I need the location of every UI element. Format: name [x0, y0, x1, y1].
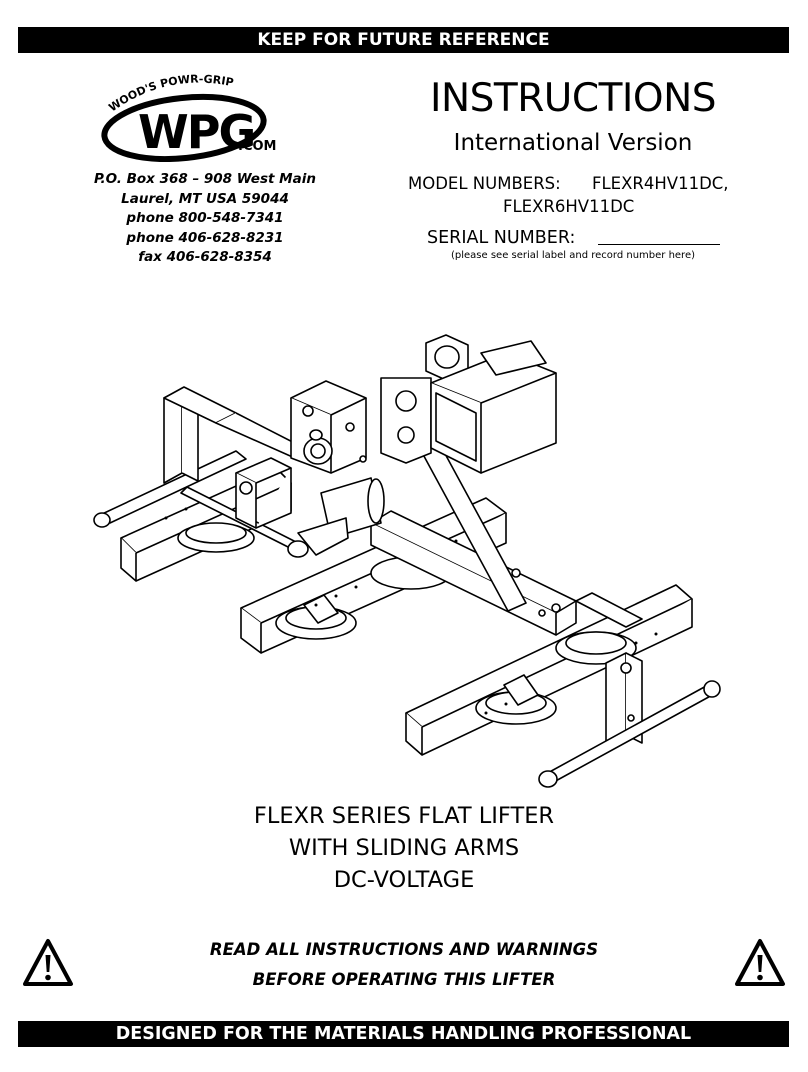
model-number: FLEXR6HV11DC: [503, 197, 635, 216]
address-line: P.O. Box 368 – 908 West Main: [94, 171, 316, 187]
warning-message: READ ALL INSTRUCTIONS AND WARNINGS BEFOR…: [120, 935, 688, 995]
product-title: FLEXR SERIES FLAT LIFTER WITH SLIDING AR…: [200, 800, 608, 896]
logo-suffix: .COM: [238, 139, 276, 154]
serial-note: (please see serial label and record numb…: [451, 250, 695, 261]
fax-line: fax 406-628-8354: [138, 249, 272, 265]
page-title: INSTRUCTIONS: [429, 76, 717, 121]
product-title-line: WITH SLIDING ARMS: [288, 835, 520, 861]
model-numbers-label: MODEL NUMBERS:: [408, 174, 561, 193]
header-banner: KEEP FOR FUTURE REFERENCE: [18, 27, 789, 53]
phone-line: phone 406-628-8231: [126, 229, 284, 246]
warning-line: BEFORE OPERATING THIS LIFTER: [252, 970, 556, 989]
logo-mark: WPG: [138, 105, 254, 159]
page-subtitle: International Version: [453, 130, 693, 156]
model-number: FLEXR4HV11DC,: [592, 174, 729, 193]
warning-triangle-icon: [23, 939, 73, 986]
product-title-line: FLEXR SERIES FLAT LIFTER: [253, 803, 555, 829]
wpg-logo: WOOD'S POWR-GRIP WPG .COM: [101, 73, 276, 162]
serial-number-label: SERIAL NUMBER:: [427, 228, 576, 248]
lifter-illustration: [93, 334, 721, 788]
product-title-line: DC-VOLTAGE: [333, 867, 475, 893]
warning-triangle-icon: [735, 939, 785, 986]
serial-number-blank: [598, 244, 720, 245]
company-address: P.O. Box 368 – 908 West Main Laurel, MT …: [40, 170, 370, 268]
address-line: Laurel, MT USA 59044: [121, 190, 289, 207]
phone-line: phone 800-548-7341: [126, 210, 284, 226]
warning-line: READ ALL INSTRUCTIONS AND WARNINGS: [209, 940, 599, 959]
footer-banner: DESIGNED FOR THE MATERIALS HANDLING PROF…: [18, 1021, 789, 1047]
